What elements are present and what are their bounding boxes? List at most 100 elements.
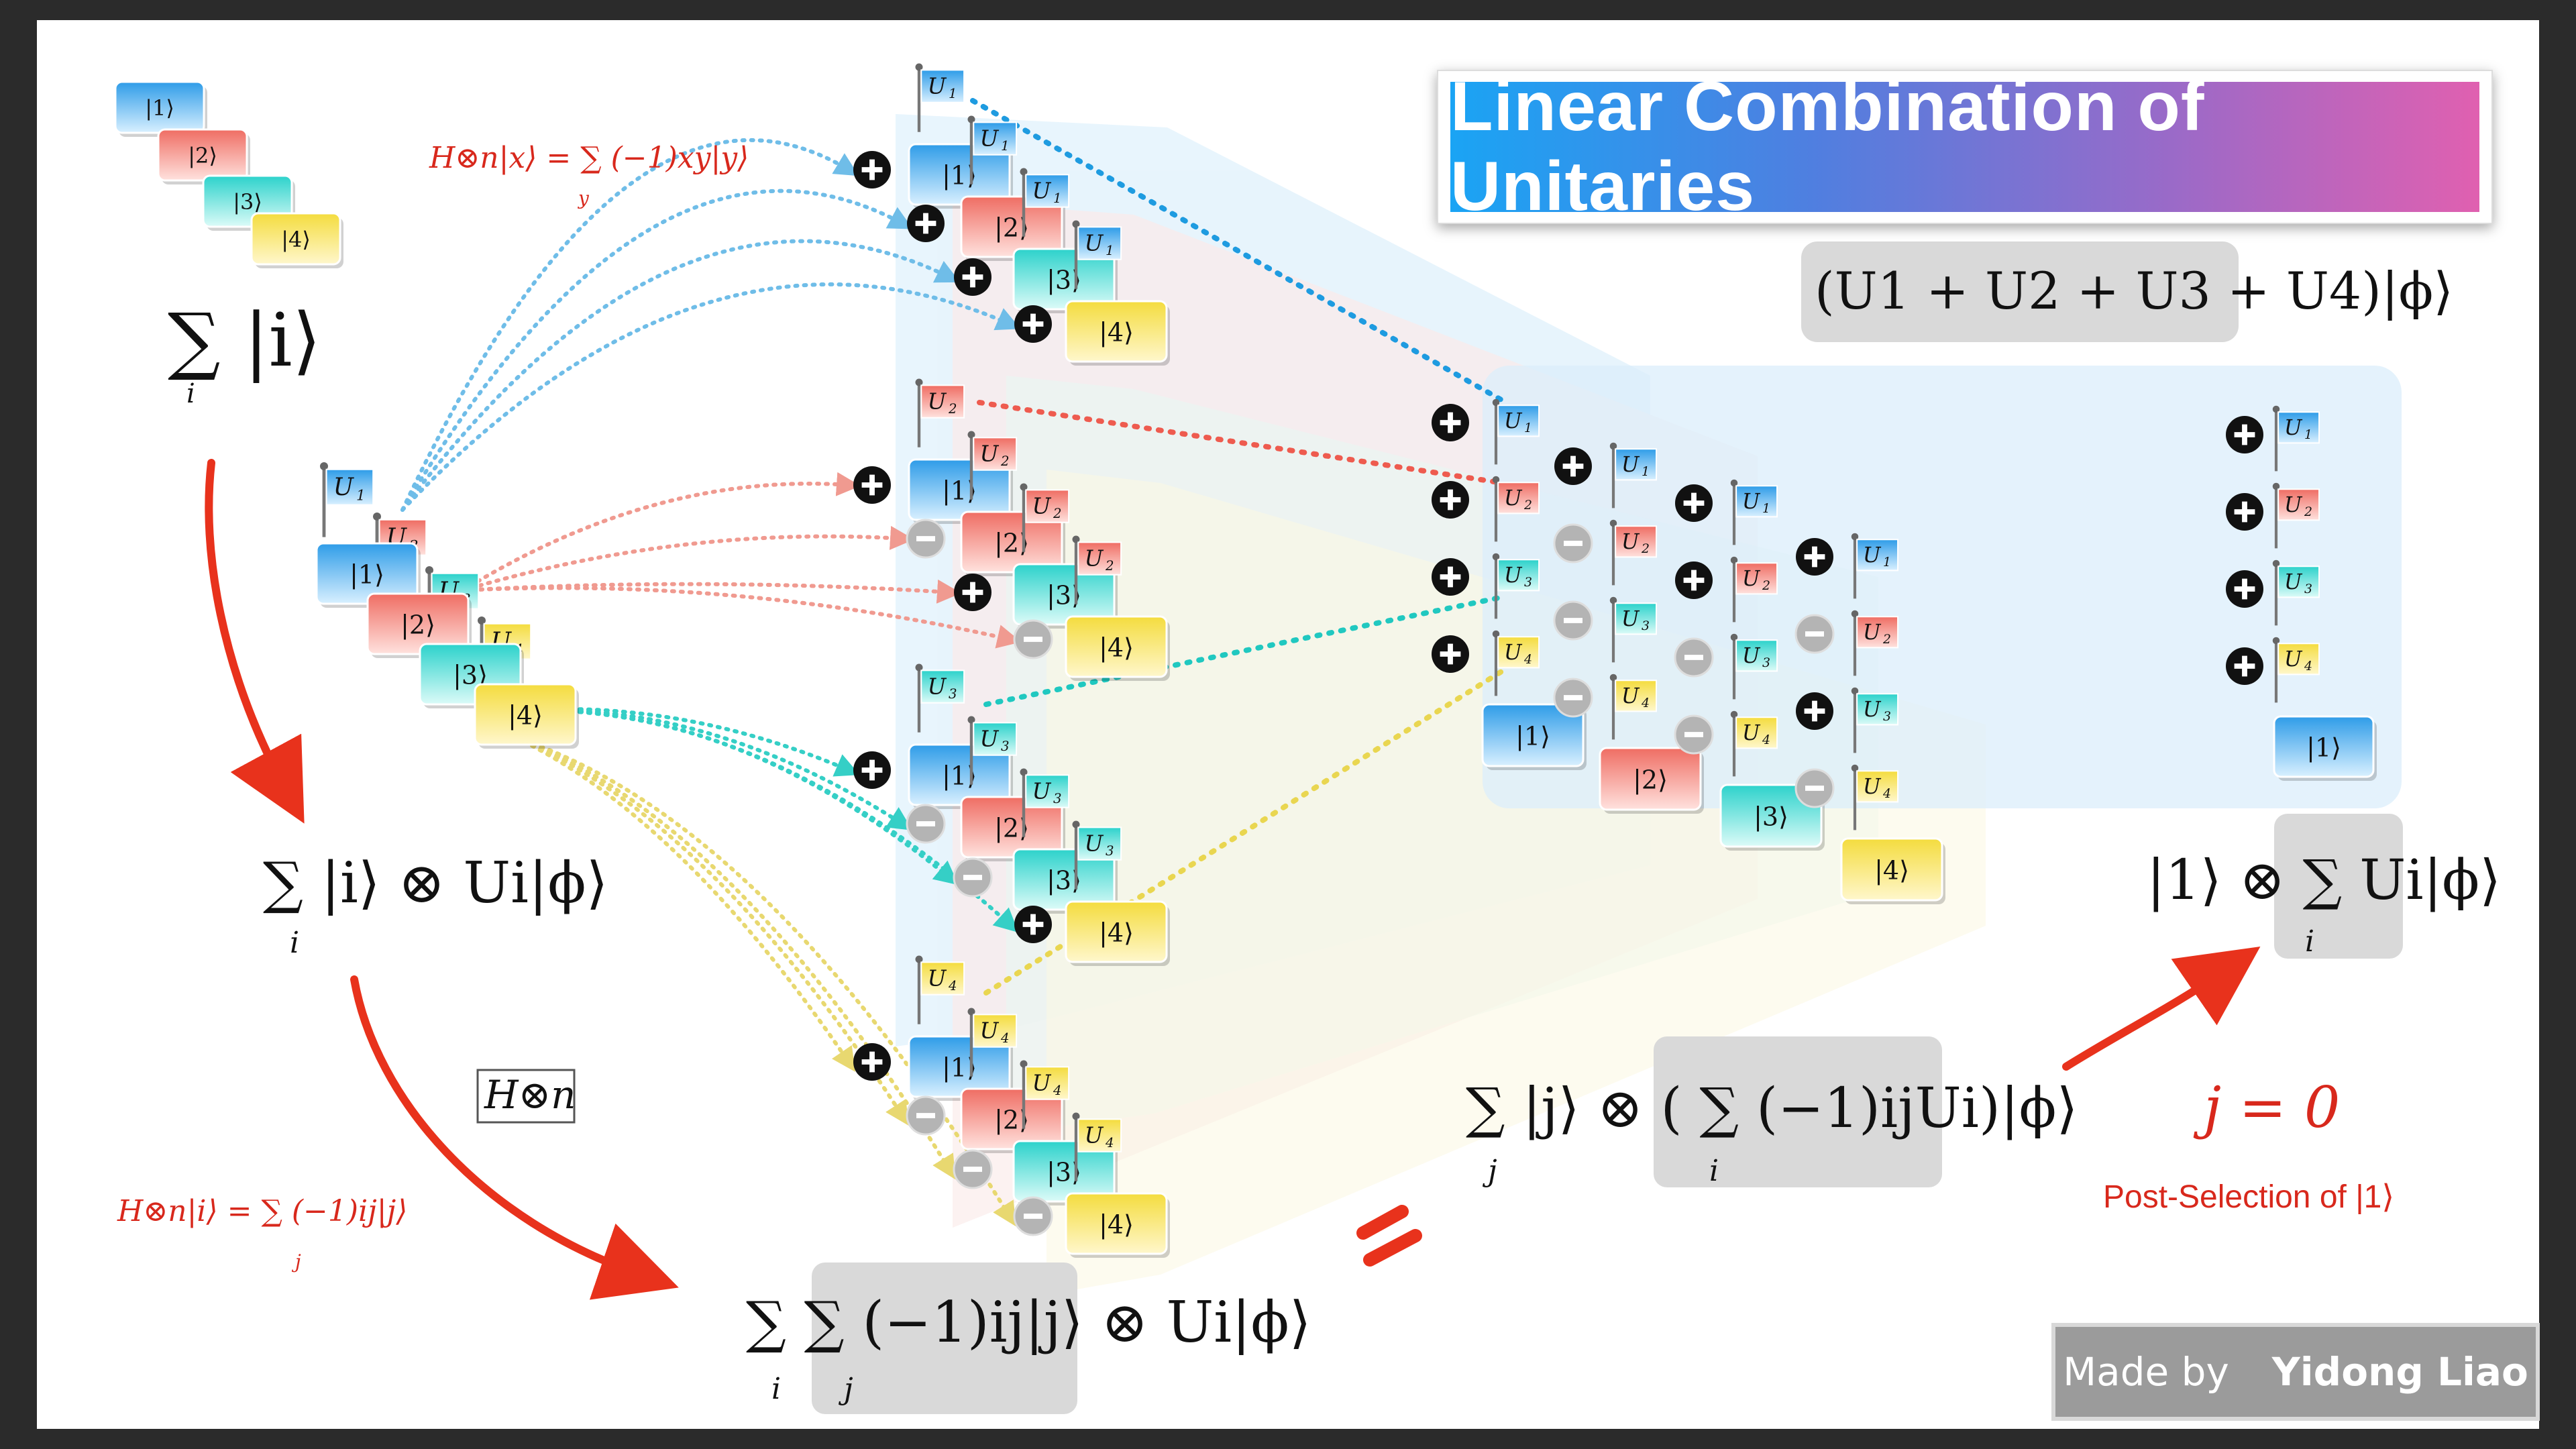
unitary-subscript: 1 (1106, 243, 1114, 258)
stack-ket-4: |4⟩ (1066, 301, 1170, 366)
unitary-subscript: 3 (1883, 709, 1891, 724)
unitary-subscript: 2 (1053, 506, 1062, 521)
unitary-label: U (1032, 778, 1051, 804)
page-title: Linear Combination of Unitaries (1450, 67, 2479, 227)
unitary-label: U (1863, 698, 1882, 722)
ket-label: |2⟩ (400, 610, 435, 639)
unitary-label: U (2284, 416, 2303, 440)
unitary-label: U (1504, 564, 1523, 588)
ket-label: |1⟩ (2306, 733, 2341, 762)
ket-label: |4⟩ (1099, 633, 1134, 662)
ket-label: |4⟩ (1099, 317, 1134, 347)
minus-sign-icon (1554, 679, 1592, 716)
unitary-label: U (927, 674, 947, 700)
credit-badge: Made by Yidong Liao (2051, 1323, 2540, 1421)
unitary-label: U (1084, 545, 1104, 572)
formula-hadamard-x: H⊗n|x⟩ = ∑ (−1)xy|y⟩ (429, 141, 749, 175)
formula-final-state: |1⟩ ⊗ ∑ Ui|ϕ⟩ (2147, 849, 2501, 912)
plus-sign-icon (1796, 692, 1833, 730)
ket-label: |4⟩ (1099, 1210, 1134, 1239)
formula-sum-unitaries: (U1 + U2 + U3 + U4)|ϕ⟩ (1815, 261, 2453, 321)
ket-label: |4⟩ (508, 700, 543, 730)
title-banner: Linear Combination of Unitaries (1450, 82, 2479, 212)
unitary-subscript: 1 (1642, 464, 1650, 479)
credit-author: Yidong Liao (2272, 1349, 2528, 1395)
formula-sum-j-sub-i: i (1709, 1154, 1719, 1188)
formula-hadamard-x-sub: y (577, 187, 590, 209)
unitary-label: U (1863, 775, 1882, 799)
formula-double-sum-sub-i: i (771, 1372, 781, 1406)
unitary-subscript: 1 (949, 86, 957, 101)
formula-sum-tensor-sub: i (290, 926, 299, 960)
title-card: Linear Combination of Unitaries (1437, 70, 2493, 224)
unitary-label: U (1504, 486, 1523, 511)
unitary-label: U (1742, 567, 1761, 591)
unitary-label: U (1621, 684, 1640, 708)
ket-label: |4⟩ (1874, 856, 1909, 885)
unitary-label: U (927, 73, 947, 99)
unitary-subscript: 3 (949, 686, 957, 702)
plus-sign-icon (954, 258, 991, 296)
unitary-subscript: 4 (1000, 1030, 1010, 1046)
unitary-subscript: 1 (356, 487, 366, 504)
unitary-subscript: 3 (1642, 619, 1650, 633)
unitary-label: U (1032, 1070, 1051, 1096)
ket-label: |4⟩ (281, 227, 311, 252)
unitary-subscript: 4 (1641, 696, 1650, 710)
unitary-label: U (979, 726, 999, 752)
unitary-label: U (1032, 178, 1051, 204)
minus-sign-icon (954, 1150, 991, 1188)
minus-sign-icon (907, 1097, 945, 1134)
plus-sign-icon (1432, 635, 1469, 673)
unitary-label: U (1504, 641, 1523, 665)
register-ket-4: |4⟩ (252, 213, 343, 268)
ket-label: |2⟩ (188, 143, 217, 168)
minus-sign-icon (1796, 769, 1833, 807)
unitary-label: U (1621, 453, 1640, 477)
hadamard-box-label: H⊗n (484, 1072, 576, 1118)
unitary-label: U (1084, 1122, 1104, 1148)
unitary-label: U (1621, 530, 1640, 554)
formula-hadamard-i: H⊗n|i⟩ = ∑ (−1)ij|j⟩ (117, 1194, 407, 1228)
unitary-label: U (1742, 721, 1761, 745)
unitary-subscript: 3 (1001, 739, 1010, 754)
unitary-subscript: 4 (1053, 1083, 1062, 1098)
unitary-label: U (1504, 409, 1523, 433)
minus-sign-icon (1554, 525, 1592, 562)
unitary-label: U (1863, 543, 1882, 568)
unitary-subscript: 4 (1762, 733, 1770, 747)
minus-sign-icon (1796, 615, 1833, 653)
post-selection-label: Post-Selection of |1⟩ (2103, 1179, 2394, 1215)
plus-sign-icon (2226, 493, 2263, 531)
unitary-subscript: 2 (1105, 558, 1114, 574)
minus-sign-icon (954, 859, 991, 896)
unitary-label: U (333, 474, 355, 501)
unitary-subscript: 1 (1001, 138, 1010, 154)
unitary-subscript: 2 (2304, 504, 2312, 519)
plus-sign-icon (1432, 481, 1469, 519)
unitary-label: U (1084, 230, 1104, 256)
column-ket-2: |2⟩ (1600, 748, 1704, 814)
unitary-subscript: 4 (1105, 1135, 1114, 1150)
minus-sign-icon (1554, 602, 1592, 639)
unitary-label: U (979, 1018, 999, 1044)
staircase-ket-4: |4⟩ (475, 684, 579, 749)
minus-sign-icon (1014, 621, 1052, 658)
ket-label: |4⟩ (1099, 918, 1134, 947)
formula-sum-tensor: ∑ |i⟩ ⊗ Ui|ϕ⟩ (263, 850, 608, 916)
plus-sign-icon (1675, 484, 1713, 522)
unitary-subscript: 4 (2304, 659, 2312, 674)
unitary-label: U (1863, 621, 1882, 645)
plus-sign-icon (1014, 906, 1052, 943)
result-panel (1483, 366, 2402, 808)
unitary-subscript: 2 (1523, 498, 1532, 513)
unitary-subscript: 4 (1882, 786, 1891, 801)
plus-sign-icon (2226, 416, 2263, 453)
unitary-label: U (2284, 570, 2303, 594)
unitary-subscript: 2 (1762, 578, 1770, 593)
plus-sign-icon (1675, 561, 1713, 599)
unitary-label: U (1621, 607, 1640, 631)
plus-sign-icon (853, 1043, 891, 1081)
unitary-label: U (2284, 647, 2303, 672)
